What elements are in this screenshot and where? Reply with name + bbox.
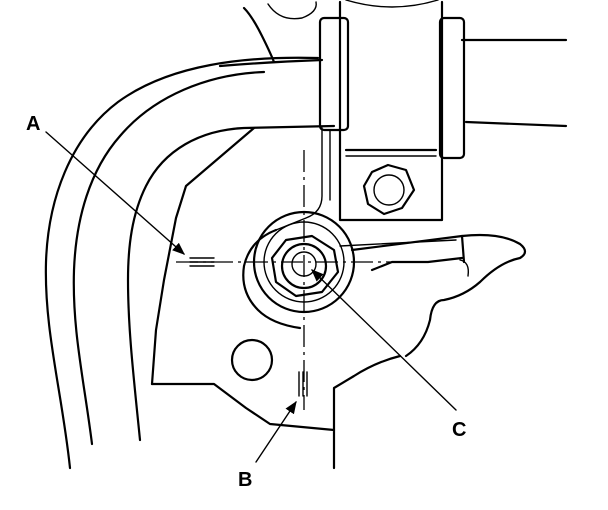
stabilizer-bar-assembly	[218, 0, 568, 231]
leader-arrow-b	[255, 400, 297, 463]
bracket-body	[126, 124, 402, 470]
bracket-right-wing	[339, 233, 527, 358]
leader-arrow-c	[311, 269, 457, 411]
callout-label-b: B	[238, 469, 252, 491]
flange-nut	[270, 234, 340, 298]
alignment-mark-b	[298, 371, 308, 397]
callout-label-a: A	[26, 113, 40, 135]
bracket-hole	[230, 338, 274, 382]
upper-bracket-edge	[242, 1, 317, 64]
leader-arrow-a	[45, 131, 185, 255]
clamp-hex-bolt	[362, 163, 416, 216]
callout-label-c: C	[452, 419, 466, 441]
centerlines	[176, 150, 420, 410]
subframe-outer-curve	[44, 56, 320, 470]
alignment-mark-a	[189, 257, 215, 267]
